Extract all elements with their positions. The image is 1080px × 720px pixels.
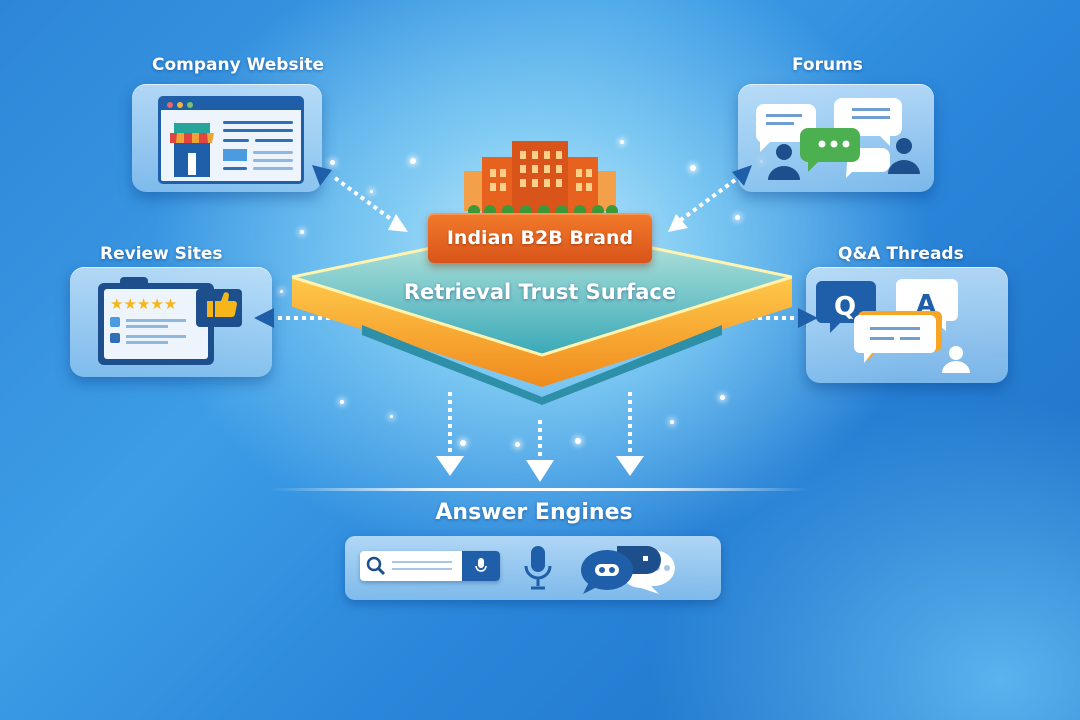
retrieval-trust-surface-platform — [292, 225, 792, 405]
answer-engines-panel — [345, 536, 721, 600]
magnifier-icon — [366, 556, 386, 576]
chatbot-bubbles-icon — [581, 546, 675, 594]
arrow-head-review-sites — [254, 308, 274, 328]
arrow-head-answer-1 — [436, 456, 464, 476]
brand-label-box: Indian B2B Brand — [428, 213, 652, 263]
svg-text:★★★★★: ★★★★★ — [110, 295, 177, 313]
qa-threads-card: Q A — [806, 267, 1008, 383]
answer-engines-label: Answer Engines — [435, 500, 633, 525]
arrow-head-brand-right — [668, 214, 688, 232]
arrow-head-qa-threads — [798, 308, 818, 328]
review-sites-label: Review Sites — [100, 244, 223, 264]
storefront-icon — [170, 123, 214, 177]
forums-card — [738, 84, 934, 192]
arrow-head-forums — [732, 165, 752, 186]
review-sites-card: ★★★★★ — [70, 267, 272, 377]
company-website-label: Company Website — [152, 55, 325, 75]
company-website-card — [132, 84, 322, 192]
search-bar-icon — [360, 551, 500, 581]
svg-text:Q: Q — [834, 292, 856, 322]
divider — [270, 488, 810, 491]
forums-label: Forums — [792, 55, 863, 75]
arrow-head-company-website — [312, 165, 332, 186]
arrow-head-answer-3 — [616, 456, 644, 476]
discussion-bubbles-icon — [755, 98, 920, 180]
qa-threads-label: Q&A Threads — [838, 244, 964, 264]
building-icon — [464, 141, 618, 217]
browser-window-icon — [158, 96, 304, 184]
qa-bubbles-icon: Q A — [816, 279, 970, 373]
microphone-icon — [524, 546, 552, 590]
surface-label: Retrieval Trust Surface — [403, 280, 677, 304]
arrow-head-answer-2 — [526, 460, 554, 482]
clipboard-stars-icon: ★★★★★ — [98, 277, 242, 365]
arrow-head-brand-left — [388, 214, 408, 232]
